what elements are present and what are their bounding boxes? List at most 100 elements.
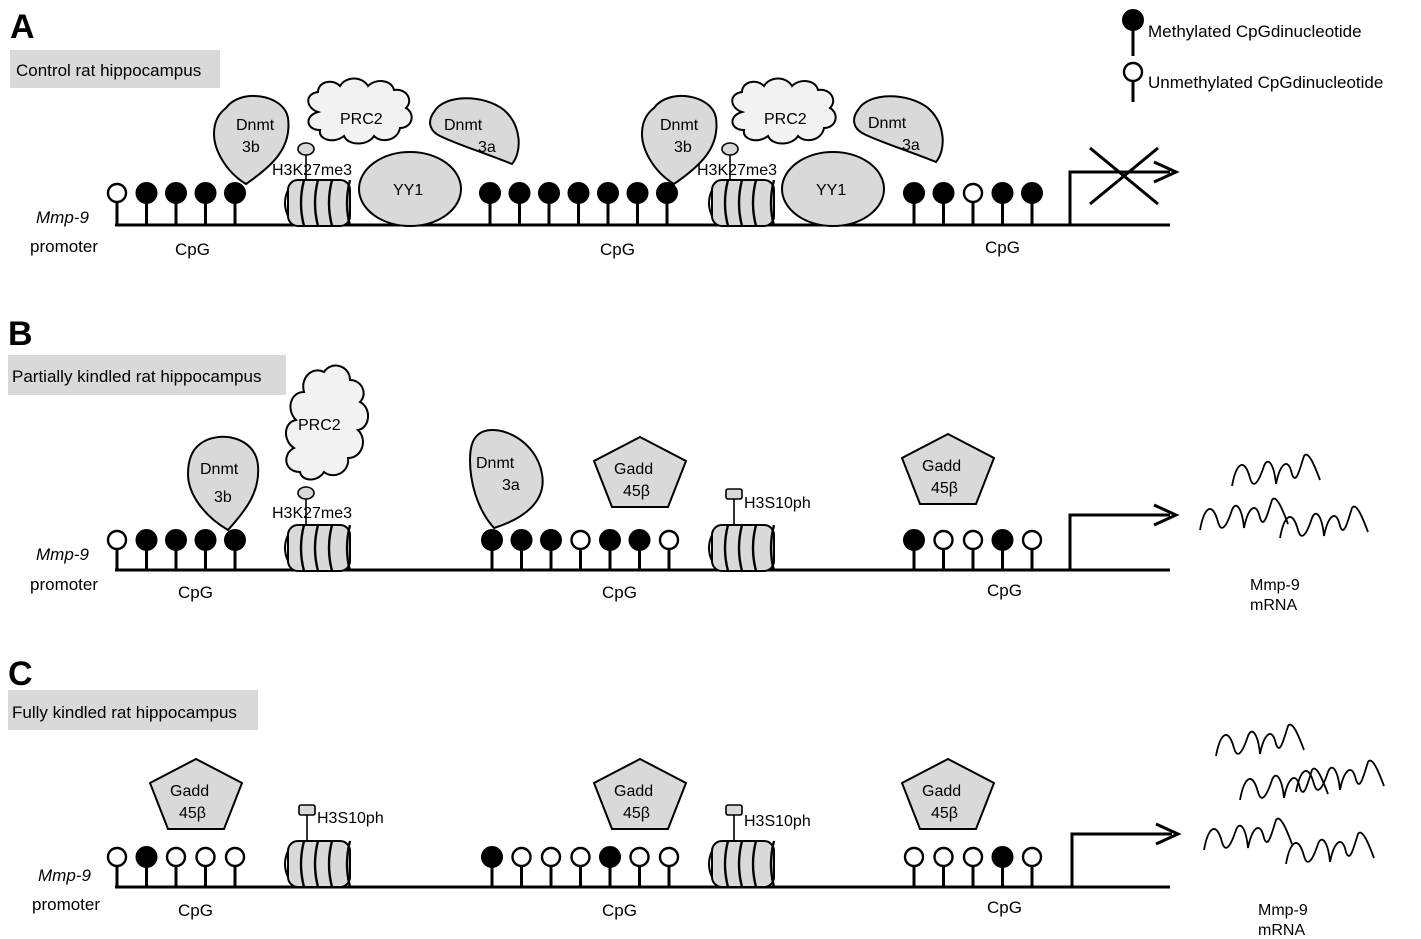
- legend-unmethylated-icon: [1124, 63, 1142, 102]
- unmethylated-cpg-site: [964, 531, 982, 570]
- svg-text:Dnmt: Dnmt: [660, 117, 699, 134]
- panel-a-letter: A: [10, 8, 35, 46]
- panel-b-dnmt3b: Dnmt 3b: [188, 437, 258, 530]
- panel-c-gadd45b-3: Gadd 45β: [902, 759, 994, 829]
- unmethylated-cpg-site: [513, 848, 531, 887]
- panel-a-h3k27me3-label-2: H3K27me3: [697, 162, 777, 179]
- panel-a-yy1-1: YY1: [359, 152, 461, 226]
- panel-a-nucleosome-1: [285, 143, 350, 226]
- svg-text:3a: 3a: [902, 137, 920, 154]
- panel-b-mrna-waves: [1200, 455, 1368, 538]
- methylated-cpg-site: [628, 183, 648, 225]
- panel-b: B Partially kindled rat hippocampus Mmp-…: [8, 315, 1368, 614]
- panel-b-cpg-sites: [108, 530, 1041, 570]
- svg-text:3a: 3a: [502, 477, 520, 494]
- svg-text:3b: 3b: [674, 139, 692, 156]
- panel-a: A Control rat hippocampus Mmp-9 promoter…: [10, 8, 1176, 259]
- panel-c-cpg-label-2: CpG: [602, 901, 637, 920]
- unmethylated-cpg-site: [197, 848, 215, 887]
- panel-a-blocked-tss-arrow: [1070, 148, 1176, 225]
- methylated-cpg-site: [196, 183, 216, 225]
- unmethylated-cpg-site: [108, 184, 126, 225]
- methylated-cpg-site: [993, 183, 1013, 225]
- panel-c-mrna-line2: mRNA: [1258, 922, 1305, 939]
- unmethylated-cpg-site: [226, 848, 244, 887]
- legend-unmethylated-label: Unmethylated CpGdinucleotide: [1148, 73, 1383, 92]
- svg-text:3b: 3b: [242, 139, 260, 156]
- panel-b-h3s10ph-label: H3S10ph: [744, 495, 811, 512]
- unmethylated-cpg-site: [108, 848, 126, 887]
- panel-c-cpg-label-1: CpG: [178, 901, 213, 920]
- panel-b-tss-arrow: [1070, 505, 1176, 570]
- panel-c-gadd45b-2: Gadd 45β: [594, 759, 686, 829]
- panel-a-cpg-label-2: CpG: [600, 240, 635, 259]
- svg-text:PRC2: PRC2: [764, 111, 807, 128]
- panel-b-prc2-cloud: PRC2: [286, 366, 368, 480]
- methylated-cpg-site: [904, 183, 924, 225]
- methylated-cpg-site: [934, 183, 954, 225]
- unmethylated-cpg-site: [660, 531, 678, 570]
- panel-a-gene-name: Mmp-9: [36, 208, 89, 227]
- methylated-cpg-site: [137, 847, 157, 887]
- svg-text:Gadd: Gadd: [922, 458, 961, 475]
- methylated-cpg-site: [510, 183, 530, 225]
- methylated-cpg-site: [196, 530, 216, 570]
- methylated-cpg-site: [598, 183, 618, 225]
- panel-a-dnmt3a-2: Dnmt 3a: [854, 96, 943, 162]
- methylated-cpg-site: [225, 183, 245, 225]
- svg-text:Dnmt: Dnmt: [444, 117, 483, 134]
- panel-c: C Fully kindled rat hippocampus Mmp-9 pr…: [8, 655, 1384, 939]
- unmethylated-cpg-site: [1023, 848, 1041, 887]
- svg-text:Gadd: Gadd: [922, 783, 961, 800]
- panel-a-promoter-label: promoter: [30, 237, 98, 256]
- panel-a-title: Control rat hippocampus: [16, 61, 201, 80]
- panel-a-dnmt3a-1: Dnmt 3a: [430, 98, 519, 164]
- methylated-cpg-site: [512, 530, 532, 570]
- panel-c-mrna-waves: [1204, 725, 1384, 864]
- unmethylated-cpg-site: [935, 848, 953, 887]
- panel-b-gene-name: Mmp-9: [36, 545, 89, 564]
- panel-c-promoter-label: promoter: [32, 895, 100, 914]
- panel-a-prc2-cloud-2: PRC2: [732, 79, 835, 144]
- unmethylated-cpg-site: [935, 531, 953, 570]
- svg-text:Gadd: Gadd: [614, 461, 653, 478]
- panel-a-h3k27me3-label-1: H3K27me3: [272, 162, 352, 179]
- methylated-cpg-site: [137, 530, 157, 570]
- unmethylated-cpg-site: [108, 531, 126, 570]
- methylated-cpg-site: [480, 183, 500, 225]
- svg-text:Dnmt: Dnmt: [236, 117, 275, 134]
- panel-c-gene-name: Mmp-9: [38, 866, 91, 885]
- panel-b-mrna-line1: Mmp-9: [1250, 577, 1300, 594]
- panel-b-letter: B: [8, 315, 33, 353]
- svg-text:YY1: YY1: [816, 182, 846, 199]
- panel-a-cpg-sites: [108, 183, 1042, 225]
- legend-methylated-label: Methylated CpGdinucleotide: [1148, 22, 1362, 41]
- unmethylated-cpg-site: [964, 848, 982, 887]
- panel-c-h3s10ph-label-1: H3S10ph: [317, 810, 384, 827]
- svg-text:Gadd: Gadd: [614, 783, 653, 800]
- panel-b-dnmt3a: Dnmt 3a: [470, 430, 543, 528]
- svg-text:PRC2: PRC2: [298, 417, 341, 434]
- unmethylated-cpg-site: [964, 184, 982, 225]
- svg-text:PRC2: PRC2: [340, 111, 383, 128]
- methylated-cpg-site: [166, 530, 186, 570]
- methylated-cpg-site: [569, 183, 589, 225]
- svg-text:45β: 45β: [179, 805, 206, 822]
- svg-text:45β: 45β: [623, 805, 650, 822]
- unmethylated-cpg-site: [572, 531, 590, 570]
- svg-text:45β: 45β: [931, 480, 958, 497]
- methylated-cpg-site: [482, 847, 502, 887]
- svg-text:Dnmt: Dnmt: [868, 115, 907, 132]
- unmethylated-cpg-site: [631, 848, 649, 887]
- panel-b-gadd45b-1: Gadd 45β: [594, 437, 686, 507]
- panel-a-yy1-2: YY1: [782, 152, 884, 226]
- methylated-cpg-site: [482, 530, 502, 570]
- panel-b-mrna-line2: mRNA: [1250, 597, 1297, 614]
- methylated-cpg-site: [1022, 183, 1042, 225]
- svg-text:3b: 3b: [214, 489, 232, 506]
- methylated-cpg-site: [904, 530, 924, 570]
- methylated-cpg-site: [166, 183, 186, 225]
- panel-c-h3s10ph-label-2: H3S10ph: [744, 813, 811, 830]
- methylated-cpg-site: [539, 183, 559, 225]
